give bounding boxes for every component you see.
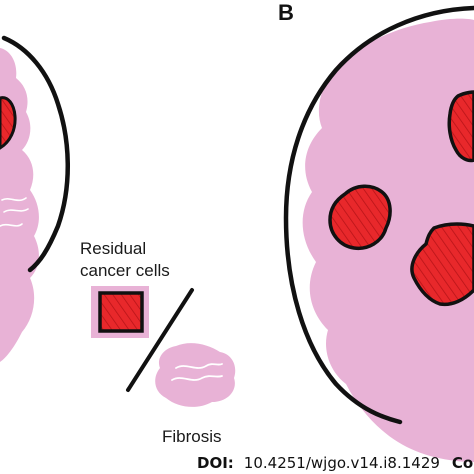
fibrosis-label: Fibrosis [162, 427, 222, 446]
doi-prefix: DOI: [197, 454, 234, 472]
panel-b-letter: B [278, 0, 294, 25]
panel-b-cancer-focus-2 [410, 222, 474, 307]
doi-value: 10.4251/wjgo.v14.i8.1429 [244, 454, 440, 472]
footer-doi: DOI: 10.4251/wjgo.v14.i8.1429 Copyrig [197, 454, 474, 472]
fibrosis-swatch [155, 343, 236, 407]
panel-a-outline [1, 35, 70, 273]
panel-b: B [278, 0, 474, 463]
residual-cancer-square [98, 291, 144, 333]
panel-b-cancer-focus-1 [328, 184, 392, 251]
fibrosis-swatch-lines [171, 363, 223, 381]
copyright-text: Copyrig [452, 454, 474, 472]
doi-line: DOI: 10.4251/wjgo.v14.i8.1429 Copyrig [197, 454, 474, 472]
residual-label-line2: cancer cells [80, 261, 170, 280]
panel-a-fibrosis-lines [0, 197, 29, 227]
panel-b-tissue [302, 18, 474, 463]
panel-b-cancer-focus-3 [447, 90, 474, 163]
legend: Residual cancer cells Fibrosis [80, 239, 236, 446]
residual-label-line1: Residual [80, 239, 146, 258]
panel-b-outline [283, 5, 474, 425]
panel-a [0, 35, 70, 362]
legend-separator-line [126, 288, 194, 392]
panel-a-tissue [0, 48, 39, 362]
panel-a-cancer-focus [0, 96, 17, 150]
